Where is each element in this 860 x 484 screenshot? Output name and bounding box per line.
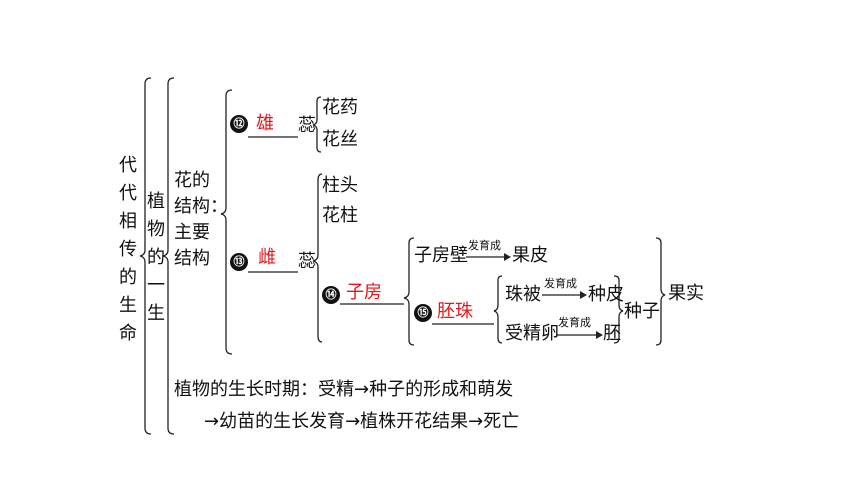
q13-answer: 雌: [258, 247, 276, 268]
q14-answer: 子房: [346, 282, 382, 303]
arrowhead-3: [596, 331, 603, 339]
plant-life-char: 物: [147, 219, 165, 240]
q14-number: ⑭: [322, 286, 340, 304]
embryo-label: 胚: [603, 323, 621, 344]
root-bracket: [139, 77, 152, 435]
stamen-part-anther: 花药: [322, 97, 358, 118]
pistil-bracket: [312, 173, 323, 343]
q15-number: ⑮: [414, 304, 432, 322]
fruit-label: 果实: [668, 283, 704, 304]
q15-answer: 胚珠: [437, 301, 473, 322]
root-title-char: 代: [119, 155, 137, 176]
flower-structure-line: 结构：: [174, 196, 228, 217]
seed-label: 种子: [624, 301, 660, 322]
develop-label-3: 发育成: [558, 316, 591, 329]
flower-bracket: [220, 89, 233, 355]
growth-period-line2: →幼苗的生长发育→植株开花结果→死亡: [204, 411, 520, 432]
plant-life-char: 一: [147, 275, 165, 296]
plant-bracket: [162, 77, 175, 435]
root-title-char: 生: [119, 295, 137, 316]
root-title: 代代相传的生命: [118, 152, 138, 348]
ovary-bracket: [403, 237, 415, 346]
ovary-wall-label: 子房壁: [414, 245, 468, 266]
q13-number: ⑬: [230, 253, 248, 271]
pistil-part-stigma: 柱头: [322, 175, 358, 196]
pericarp-label: 果皮: [512, 245, 548, 266]
arrowhead-1: [504, 253, 511, 261]
plant-life-char: 植: [147, 191, 165, 212]
root-title-char: 相: [119, 211, 137, 232]
growth-period-line1: 植物的生长时期：受精→种子的形成和萌发: [174, 379, 514, 400]
plant-life-char: 的: [147, 247, 165, 268]
q12-suffix: 蕊: [298, 115, 316, 136]
root-title-char: 代: [119, 183, 137, 204]
stamen-part-filament: 花丝: [322, 129, 358, 150]
q12-number: ⑫: [230, 115, 248, 133]
seed-bracket: [613, 275, 624, 344]
fertilized-egg-label: 受精卵: [505, 323, 559, 344]
ovule-bracket: [493, 275, 503, 344]
plant-life-title: 植物的一生: [146, 188, 166, 328]
flower-structure-label: 花的结构： 主要结构: [174, 168, 228, 272]
flower-structure-line: 结构: [174, 248, 210, 269]
stamen-bracket: [312, 96, 322, 153]
q13-suffix: 蕊: [298, 251, 316, 272]
plant-life-char: 生: [147, 303, 165, 324]
arrowhead-2: [580, 291, 587, 299]
develop-label-1: 发育成: [468, 239, 501, 252]
flower-structure-line: 花的: [174, 170, 210, 191]
q12-answer: 雄: [256, 113, 274, 134]
root-title-char: 传: [119, 239, 137, 260]
seed-coat-label: 种皮: [588, 284, 624, 305]
fruit-bracket: [655, 237, 666, 346]
develop-label-2: 发育成: [544, 277, 577, 290]
flower-structure-line: 主要: [174, 222, 210, 243]
pistil-part-style: 花柱: [322, 205, 358, 226]
root-title-char: 的: [119, 267, 137, 288]
root-title-char: 命: [119, 323, 137, 344]
integument-label: 珠被: [505, 284, 541, 305]
